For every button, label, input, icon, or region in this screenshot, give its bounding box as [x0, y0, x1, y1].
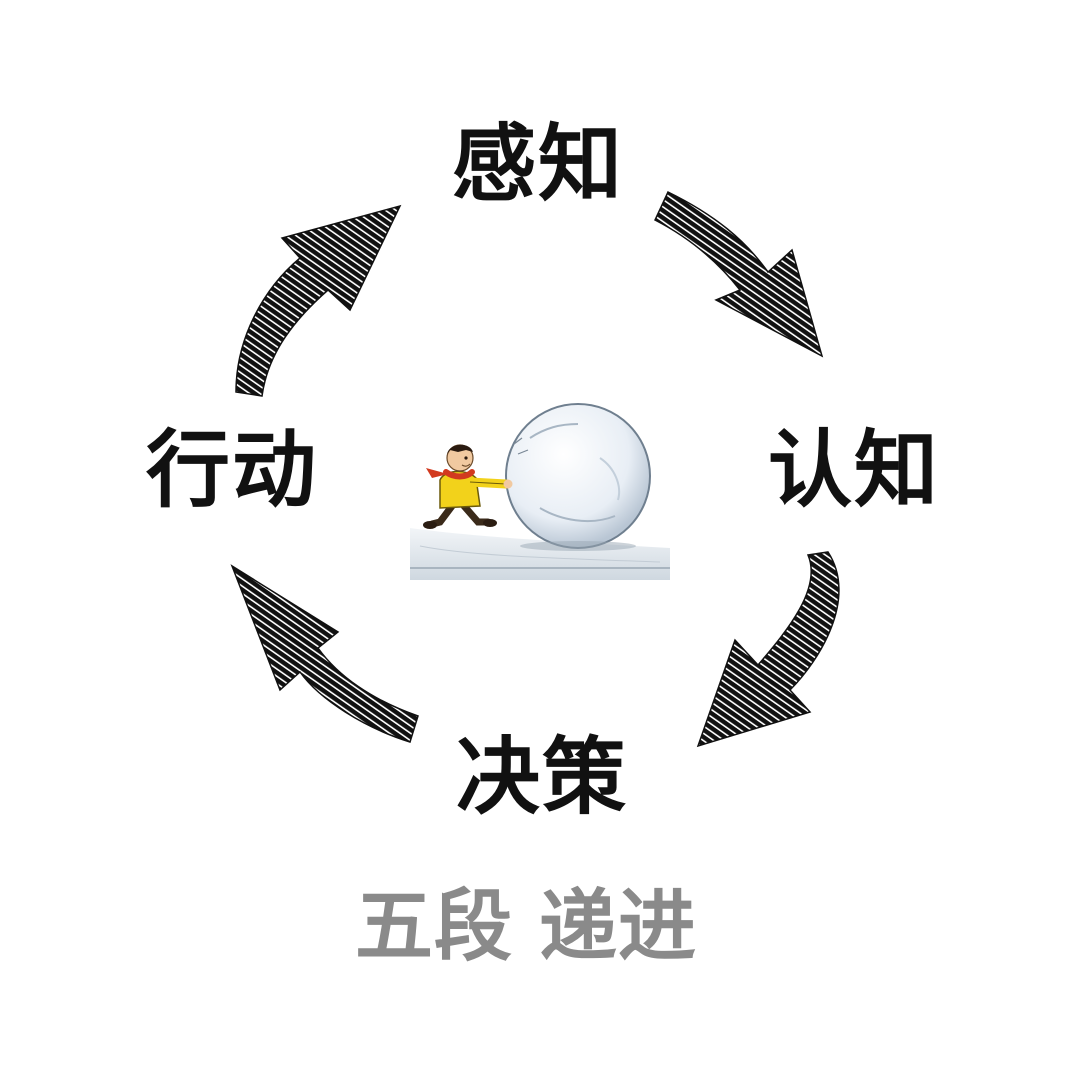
stage-label-action: 行动: [146, 420, 319, 519]
caption-part-1: 五段: [355, 882, 514, 972]
stage-label-decision: 决策: [456, 727, 629, 826]
arrow-top-right-icon: [654, 190, 824, 358]
stage-label-perception: 感知: [452, 114, 625, 213]
caption-part-2: 递进: [539, 882, 698, 972]
arrow-bottom-left-icon: [230, 564, 419, 743]
arrow-top-left-icon: [235, 204, 402, 397]
snowball-illustration-icon: [410, 403, 670, 580]
caption: 五段递进: [355, 888, 697, 966]
arrow-bottom-right-icon: [696, 551, 840, 748]
stage-label-cognition: 认知: [768, 420, 941, 519]
